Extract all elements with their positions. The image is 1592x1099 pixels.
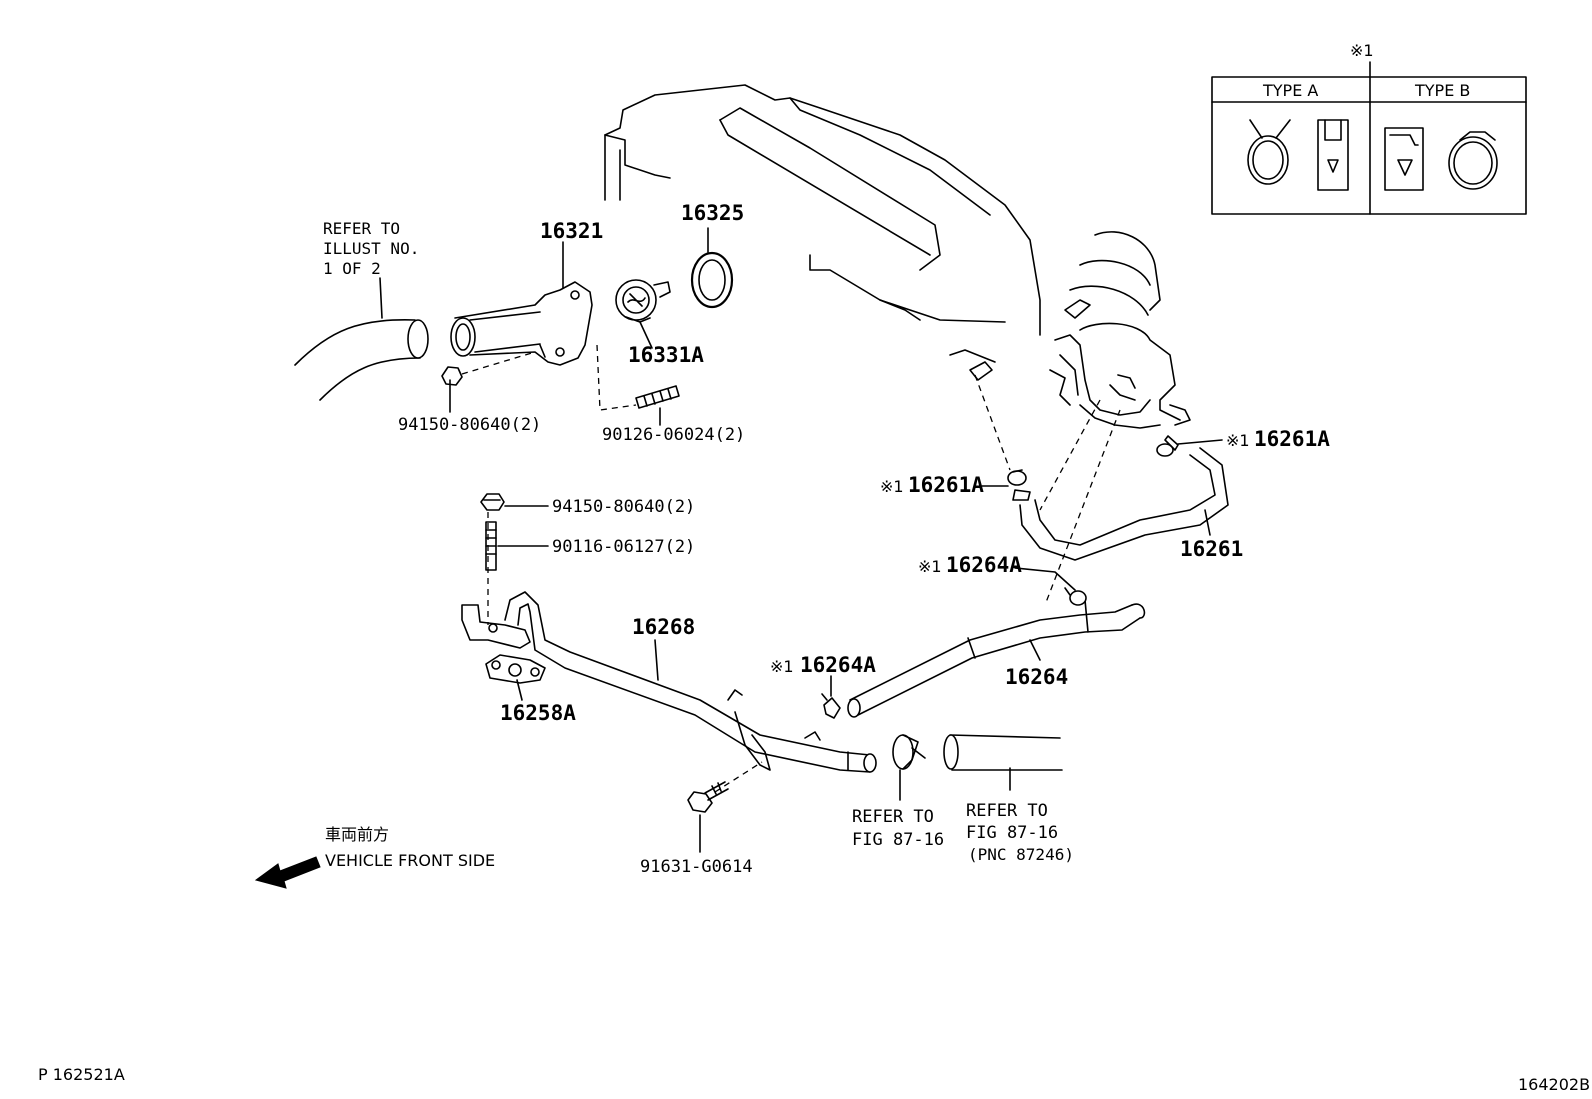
stud-90126 (635, 385, 680, 409)
front-direction-arrow-icon (254, 856, 321, 889)
refer-fig-a-line-1: REFER TO (852, 807, 934, 827)
part-label-90126: 90126-06024(2) (602, 425, 745, 445)
bolt-91631 (687, 781, 729, 813)
radiator-hose-reference (294, 318, 429, 401)
hose-16261 (1012, 435, 1229, 561)
refer-fig-b-line-3: (PNC 87246) (968, 845, 1074, 864)
refer-fig-note-b: REFER TO FIG 87-16 (PNC 87246) (966, 801, 1074, 864)
engine-block-outline (604, 84, 1041, 381)
part-label-16261: 16261 (1180, 537, 1243, 561)
legend-type-a-label: TYPE A (1262, 81, 1318, 100)
part-label-90116: 90116-06127(2) (552, 537, 695, 557)
leader-lines (379, 227, 1223, 853)
type-b-side-view-icon (1384, 127, 1424, 191)
reference-mark-16264A-right: ※1 (918, 557, 942, 576)
throttle-body (1049, 231, 1191, 429)
refer-illust-line-2: ILLUST NO. (323, 239, 419, 258)
part-label-16261A-right: 16261A (1254, 427, 1330, 451)
pipe-16268 (461, 591, 877, 773)
thermostat-16331A (615, 279, 671, 323)
part-label-16264: 16264 (1005, 665, 1068, 689)
stud-90116 (485, 521, 497, 571)
refer-illust-line-3: 1 OF 2 (323, 259, 381, 278)
legend-reference-mark: ※1 (1350, 41, 1374, 60)
part-label-16258A: 16258A (500, 701, 576, 725)
part-label-16325: 16325 (681, 201, 744, 225)
vehicle-front-en-label: VEHICLE FRONT SIDE (325, 851, 495, 870)
part-label-16321: 16321 (540, 219, 603, 243)
reference-mark-16264A-left: ※1 (770, 657, 794, 676)
reference-mark-16261A-right: ※1 (1226, 431, 1250, 450)
refer-illust-line-1: REFER TO (323, 219, 400, 238)
part-label-94150-mid: 94150-80640(2) (552, 497, 695, 517)
legend-type-b-label: TYPE B (1414, 81, 1470, 100)
illustration-code-right: 164202B (1518, 1075, 1590, 1094)
gasket-16258A (485, 654, 546, 684)
gasket-16325 (690, 251, 734, 309)
vehicle-front-indicator: 車両前方 VEHICLE FRONT SIDE (254, 825, 495, 889)
refer-illust-note: REFER TO ILLUST NO. 1 OF 2 (323, 219, 419, 278)
part-label-91631: 91631-G0614 (640, 857, 753, 877)
part-label-16261A-left: 16261A (908, 473, 984, 497)
part-label-16264A-left: 16264A (800, 653, 876, 677)
clamp-16261A-left (1007, 469, 1027, 486)
refer-fig-a-line-2: FIG 87-16 (852, 830, 944, 850)
hose-reference (943, 734, 1063, 771)
part-label-16331A: 16331A (628, 343, 704, 367)
part-label-16268: 16268 (632, 615, 695, 639)
water-inlet-16321 (450, 281, 593, 366)
clamp-type-legend: ※1 TYPE A TYPE B (1211, 41, 1527, 215)
refer-fig-b-line-2: FIG 87-16 (966, 823, 1058, 843)
refer-fig-b-line-1: REFER TO (966, 801, 1048, 821)
vehicle-front-jp-label: 車両前方 (325, 825, 389, 844)
nut-94150-top (441, 366, 463, 386)
part-label-16264A-right: 16264A (946, 553, 1022, 577)
clamp-16264A-left (821, 693, 841, 719)
type-a-side-view-icon (1317, 119, 1349, 191)
dashed-guides (461, 344, 1121, 793)
clamp-16264A-right (1064, 587, 1087, 606)
hose-16264 (847, 599, 1146, 718)
type-a-ring-clamp-icon (1247, 119, 1291, 185)
refer-fig-note-a: REFER TO FIG 87-16 (852, 807, 944, 850)
clamp-reference (892, 734, 926, 770)
part-label-94150-top: 94150-80640(2) (398, 415, 541, 435)
reference-mark-16261A-left: ※1 (880, 477, 904, 496)
nut-94150-mid (480, 493, 505, 511)
illustration-code-left: P 162521A (38, 1065, 125, 1084)
type-b-ring-clamp-icon (1448, 131, 1498, 190)
